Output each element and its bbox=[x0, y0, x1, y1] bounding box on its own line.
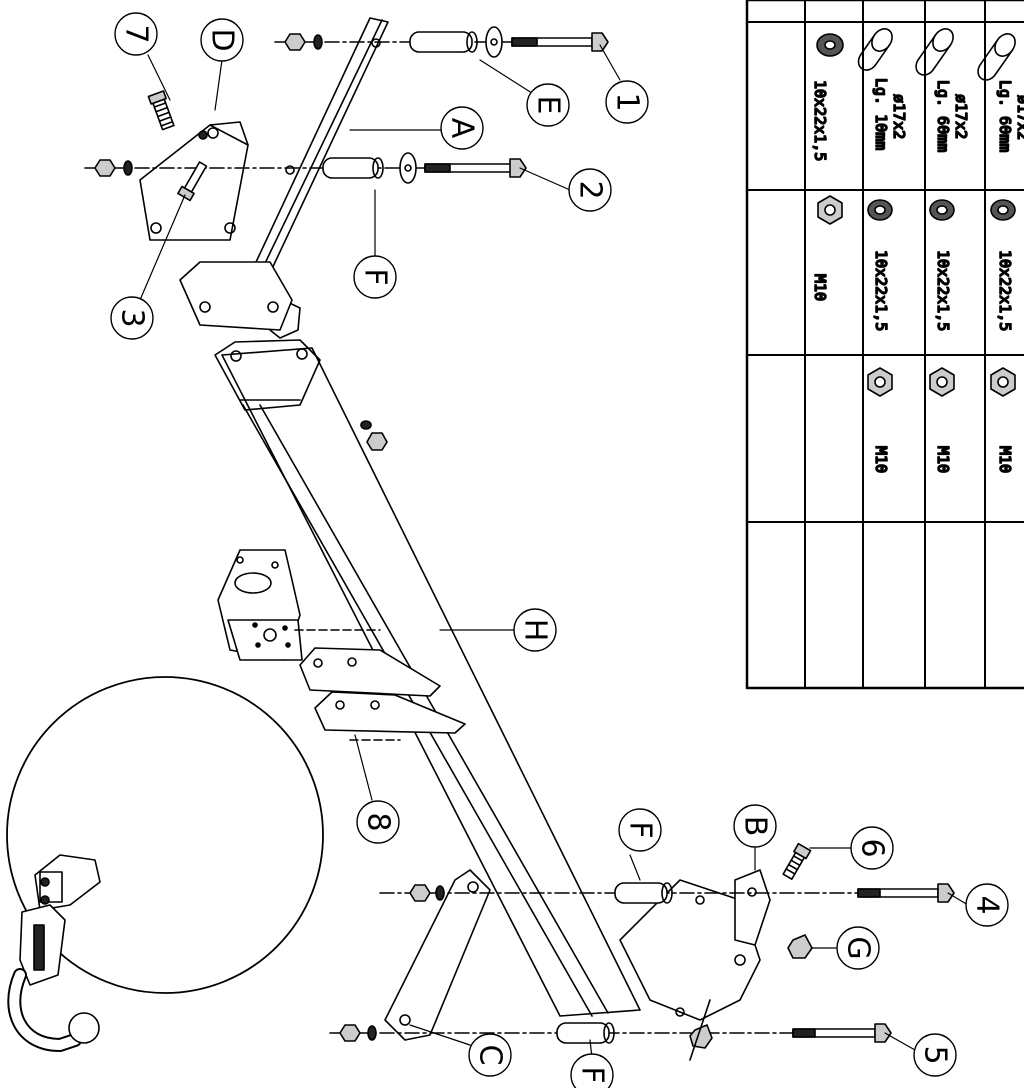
callout-f-lower: F bbox=[575, 1066, 610, 1083]
hex-nut-icon bbox=[867, 367, 893, 397]
tow-ball-detail bbox=[6, 676, 324, 1052]
callout-e: E bbox=[531, 96, 566, 115]
callout-6: 6 bbox=[855, 838, 890, 857]
callout-labels: 1 2 3 7 D A E F H 8 F B 6 4 G 5 C F bbox=[115, 24, 1005, 1083]
spacer-f bbox=[322, 157, 384, 179]
bracket-lower-right bbox=[619, 879, 761, 1021]
bolt-6 bbox=[782, 842, 812, 880]
nut-lower bbox=[689, 999, 713, 1061]
callout-2: 2 bbox=[573, 180, 608, 199]
bolt-icon bbox=[511, 32, 609, 52]
table-row1-a-line2: Lg. 60mm bbox=[996, 80, 1014, 152]
table-row1-a-line1: ø17x2 bbox=[1014, 95, 1024, 140]
washer-icon bbox=[867, 199, 893, 221]
table-row1-c: M10 bbox=[996, 446, 1014, 473]
callout-h: H bbox=[518, 619, 553, 642]
bolt-icon bbox=[857, 883, 955, 903]
washer-icon bbox=[399, 152, 417, 184]
spacer-tube-icon bbox=[857, 28, 893, 71]
callout-8: 8 bbox=[361, 812, 396, 831]
callout-b: B bbox=[738, 816, 773, 837]
washer-icon bbox=[929, 199, 955, 221]
spacer-tube-icon bbox=[915, 28, 954, 76]
table-row3-b: 10x22x1,5 bbox=[872, 250, 890, 331]
callout-3: 3 bbox=[115, 308, 150, 327]
bolt-assembly-4 bbox=[379, 882, 955, 904]
bolt-icon bbox=[792, 1023, 892, 1043]
bracket-a bbox=[179, 17, 389, 339]
spacer-f bbox=[556, 1022, 615, 1044]
callout-circles bbox=[110, 12, 1009, 1088]
callout-leaders bbox=[139, 44, 969, 1059]
washer-icon bbox=[990, 199, 1016, 221]
table-row2-b: 10x22x1,5 bbox=[934, 250, 952, 331]
hex-nut-icon bbox=[990, 367, 1016, 397]
table-row4-b: M10 bbox=[811, 274, 829, 301]
bolt-assembly-5 bbox=[329, 1022, 892, 1044]
callout-5: 5 bbox=[918, 1045, 953, 1064]
table-row2-a-line2: Lg. 60mm bbox=[934, 80, 952, 152]
hex-nut-icon bbox=[817, 195, 843, 225]
table-row3-a-line2: Lg. 10mm bbox=[872, 78, 890, 150]
hex-nut-icon bbox=[929, 367, 955, 397]
spacer-f bbox=[614, 882, 673, 904]
callout-f-middle: F bbox=[623, 821, 658, 838]
tow-ball-icon bbox=[7, 854, 101, 1052]
callout-d: D bbox=[205, 28, 240, 51]
mounting-bracket-8 bbox=[294, 629, 466, 741]
socket-plate bbox=[217, 549, 303, 661]
table-row2-c: M10 bbox=[934, 446, 952, 473]
bracket-b bbox=[734, 869, 771, 946]
washer-icon bbox=[485, 26, 503, 58]
callout-g: G bbox=[841, 936, 876, 959]
nut-g bbox=[787, 934, 813, 959]
callout-7: 7 bbox=[119, 24, 154, 43]
bolt-7 bbox=[147, 90, 175, 131]
table-row2-a-line1: ø17x2 bbox=[952, 94, 970, 139]
callout-c: C bbox=[473, 1045, 508, 1066]
callout-a: A bbox=[445, 118, 480, 139]
callout-f-upper: F bbox=[358, 268, 393, 285]
nut-pair-upper-right bbox=[360, 420, 388, 451]
spacer-e bbox=[409, 31, 478, 53]
parts-table: Lg. 60mm ø17x2 10x22x1,5 M10 Lg. 60mm ø1… bbox=[745, 0, 1024, 690]
bolt-assembly-2 bbox=[84, 152, 527, 184]
callout-1: 1 bbox=[610, 92, 645, 111]
table-row4-a: 10x22x1,5 bbox=[811, 80, 829, 161]
spacer-tube-icon bbox=[977, 33, 1016, 81]
callout-4: 4 bbox=[970, 895, 1005, 914]
bolt-icon bbox=[424, 158, 527, 178]
bracket-c bbox=[384, 869, 491, 1041]
washer-icon bbox=[816, 33, 844, 57]
table-row3-c: M10 bbox=[872, 446, 890, 473]
bolt-assembly-1 bbox=[274, 26, 609, 58]
table-row1-b: 10x22x1,5 bbox=[996, 250, 1014, 331]
table-row3-a-line1: ø17x2 bbox=[890, 94, 908, 139]
bolt-3 bbox=[177, 161, 208, 202]
